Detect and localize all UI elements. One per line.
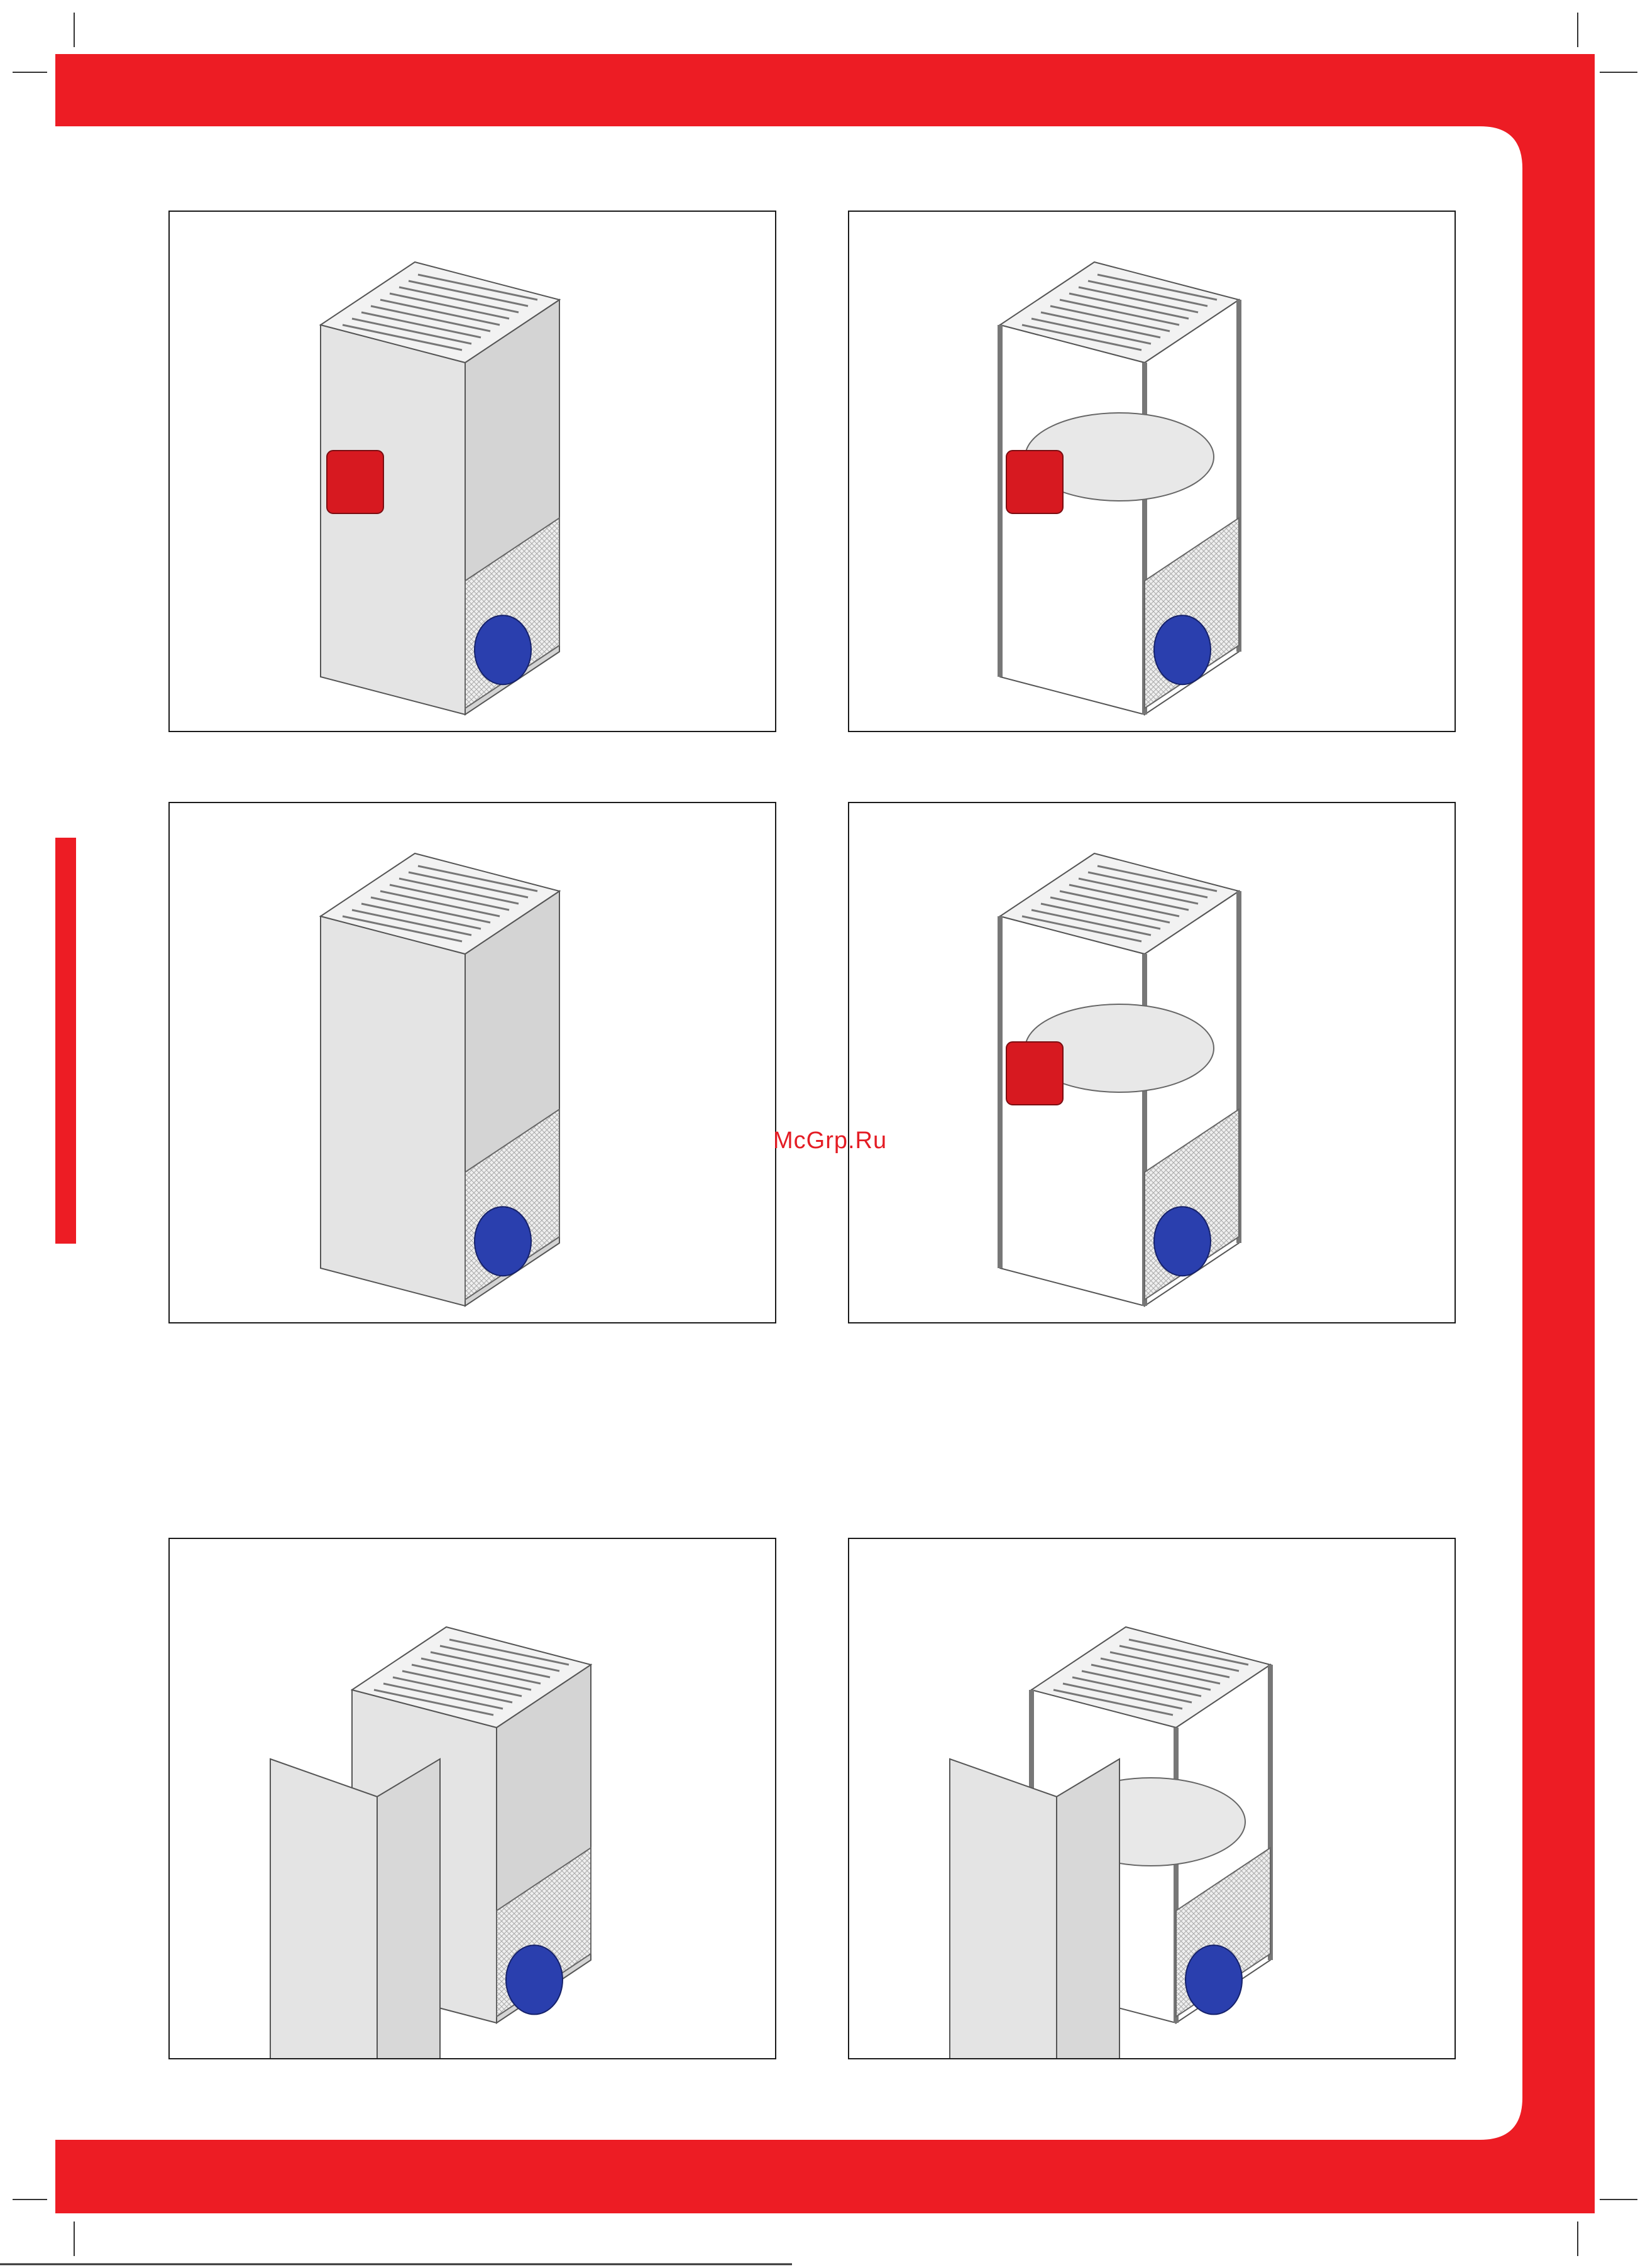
heater-unit-rear-icon — [321, 853, 559, 1306]
figure-drawing — [170, 212, 775, 731]
figure-panel-3 — [168, 802, 776, 1323]
left-accent-bar — [55, 838, 76, 1244]
motor-icon — [506, 1945, 563, 2014]
burner-icon — [1006, 1042, 1063, 1105]
motor-icon — [1154, 1207, 1211, 1276]
motor-icon — [1185, 1945, 1242, 2014]
figure-drawing — [170, 1539, 775, 2058]
figure-drawing — [170, 803, 775, 1322]
burner-icon — [327, 451, 383, 513]
figure-drawing — [849, 212, 1455, 731]
heater-unit-closed-icon — [321, 262, 559, 715]
figure-panel-2 — [848, 211, 1456, 732]
heater-unit-frame-rear-icon — [1000, 853, 1239, 1306]
burner-icon — [1006, 451, 1063, 513]
figure-panel-1 — [168, 211, 776, 732]
side-cabinet — [950, 1759, 1057, 2058]
figure-panel-6 — [848, 1538, 1456, 2059]
watermark-text: McGrp.Ru — [773, 1127, 887, 1154]
motor-icon — [1154, 615, 1211, 684]
heater-unit-frame-icon — [1000, 262, 1239, 715]
figure-drawing — [849, 1539, 1455, 2058]
figure-panel-4 — [848, 802, 1456, 1323]
side-cabinet — [270, 1759, 377, 2058]
motor-icon — [475, 1207, 531, 1276]
motor-icon — [475, 615, 531, 684]
figure-panel-5 — [168, 1538, 776, 2059]
figure-drawing — [849, 803, 1455, 1322]
